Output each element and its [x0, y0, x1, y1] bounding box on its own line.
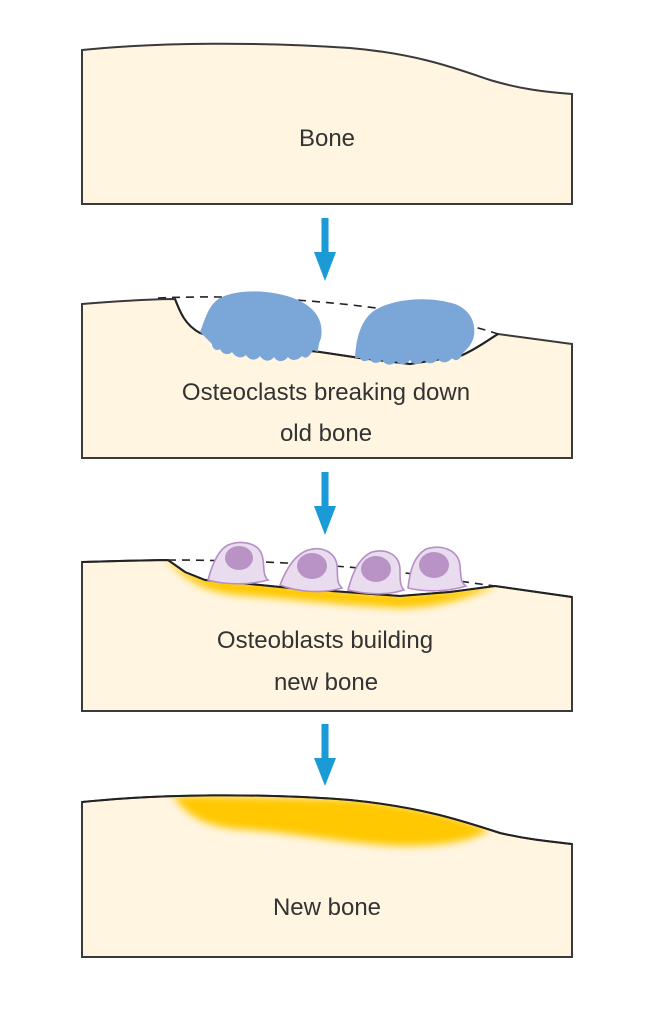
stage-label-osteoblasts-line1: Osteoblasts building [217, 627, 433, 654]
bone-block [81, 42, 573, 205]
stage-label-osteoclasts-line1: Osteoclasts breaking down [182, 379, 470, 406]
osteoblast-cell [207, 541, 270, 585]
stage-label-bone: Bone [299, 125, 355, 152]
stage-bone: Bone [81, 42, 573, 205]
stage-label-new-bone: New bone [273, 894, 381, 921]
osteoclast-cell [200, 291, 322, 362]
stage-label-osteoclasts-line2: old bone [280, 420, 372, 447]
osteoclast-cell [355, 299, 475, 365]
osteoblast-cell [407, 546, 468, 592]
stage-osteoblasts: Osteoblasts building new bone [81, 541, 573, 712]
arrow-down-icon [314, 218, 336, 281]
osteoblast-cell [347, 550, 406, 595]
arrow-down-icon [314, 472, 336, 535]
stage-osteoclasts: Osteoclasts breaking down old bone [81, 291, 573, 459]
arrow-down-icon [314, 724, 336, 786]
stage-label-osteoblasts-line2: new bone [274, 669, 378, 696]
original-surface-dashed-line [167, 559, 496, 587]
stage-new-bone: New bone [81, 794, 573, 958]
osteoblast-cell [278, 548, 344, 593]
